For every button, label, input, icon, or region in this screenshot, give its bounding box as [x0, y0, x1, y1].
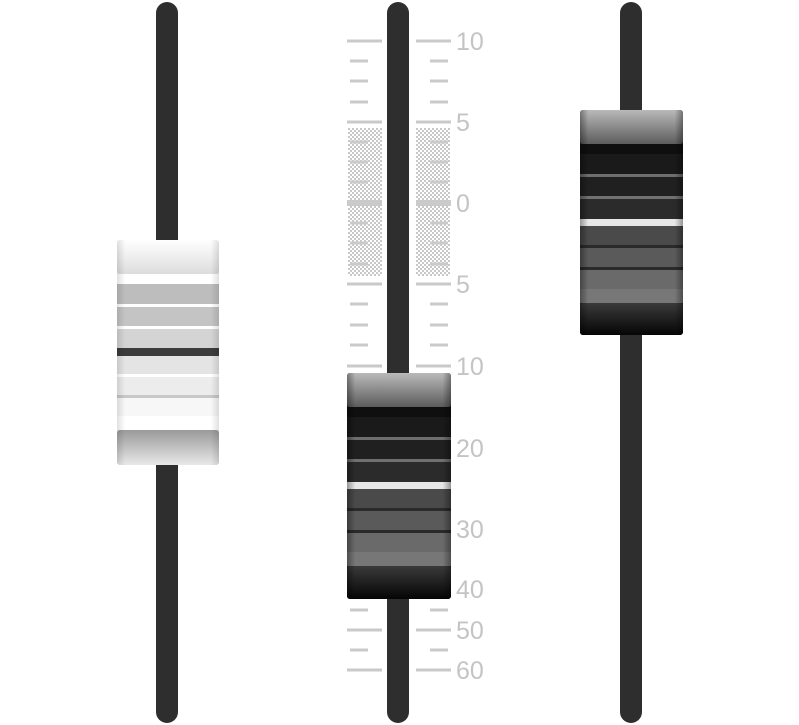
scale-label-10-top: 10	[456, 28, 484, 56]
left-fader-cap[interactable]	[117, 240, 219, 465]
scale-label-50: 50	[456, 617, 484, 645]
center-fader-track[interactable]	[387, 2, 409, 723]
fader-scale: 10 5 0 5 10 20 30 40 50 60	[347, 28, 484, 685]
scale-label-5-bottom: 5	[456, 271, 470, 299]
scale-label-20: 20	[456, 435, 484, 463]
scale-label-0: 0	[456, 190, 470, 218]
center-fader-cap[interactable]	[347, 373, 451, 599]
scale-label-5-top: 5	[456, 109, 470, 137]
right-fader-cap[interactable]	[580, 110, 683, 335]
scale-label-10-bottom: 10	[456, 353, 484, 381]
scale-label-60: 60	[456, 657, 484, 685]
scale-label-40: 40	[456, 576, 484, 604]
scale-label-30: 30	[456, 516, 484, 544]
